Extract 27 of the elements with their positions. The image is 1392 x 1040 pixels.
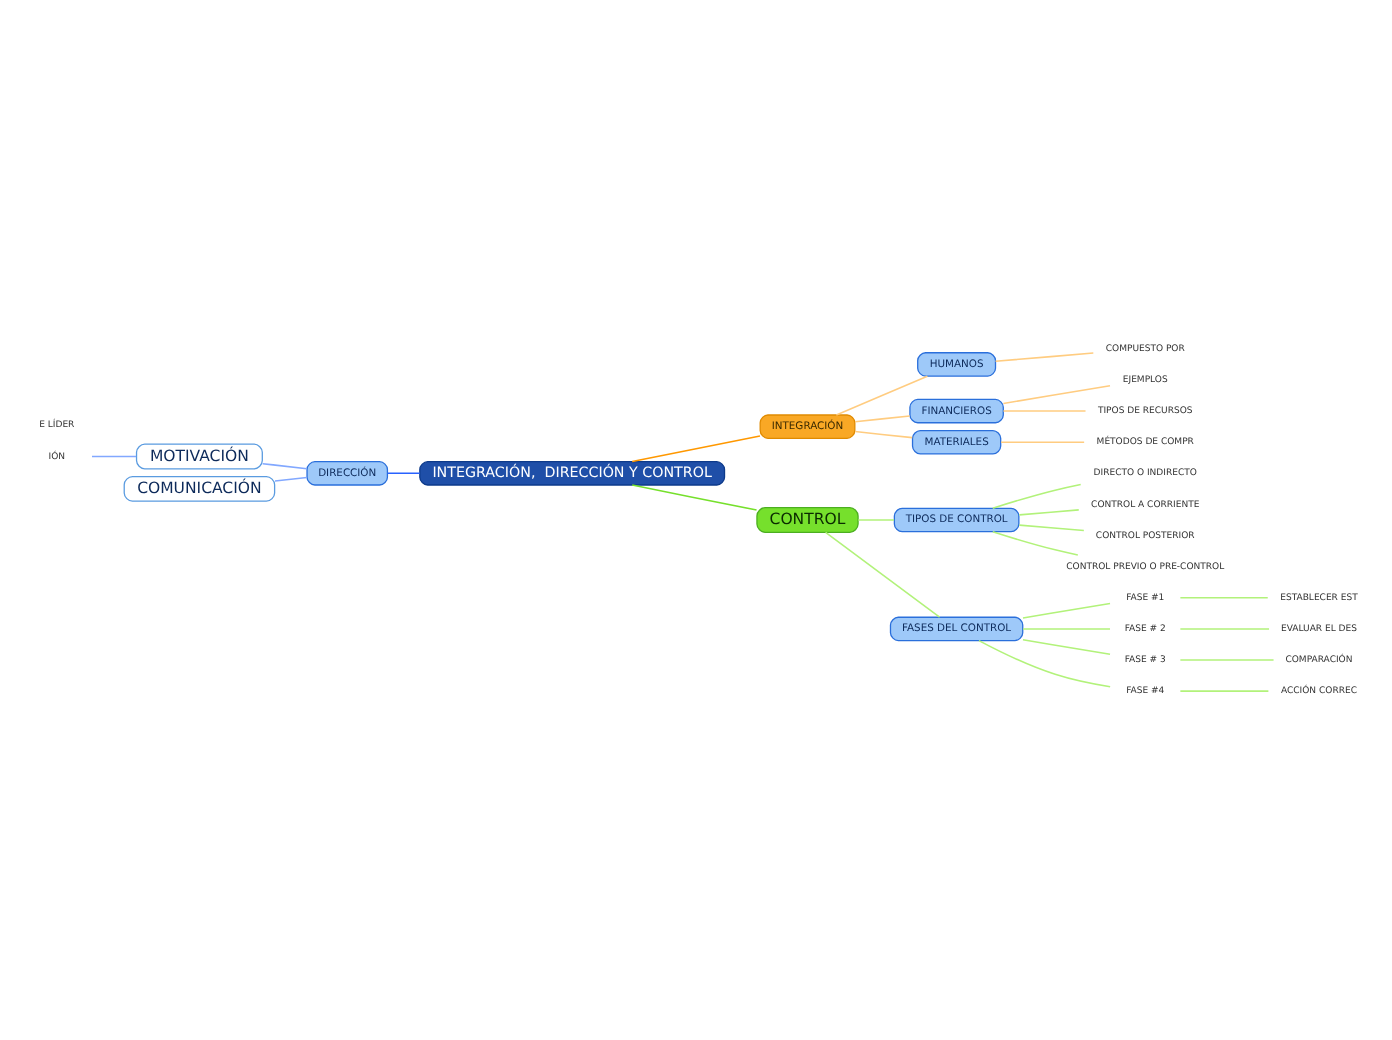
- connector: [91, 455, 137, 458]
- connector: [835, 375, 929, 416]
- connector: [1018, 509, 1080, 516]
- connector: [991, 530, 1079, 556]
- connector: [1179, 597, 1269, 599]
- connector: [991, 483, 1082, 510]
- connector: [631, 435, 761, 463]
- connector: [261, 462, 308, 470]
- connector: [1002, 384, 1111, 405]
- connector: [857, 519, 895, 521]
- connector: [1022, 639, 1111, 656]
- connector: [1000, 441, 1085, 443]
- connector: [1179, 659, 1275, 661]
- connector: [631, 484, 758, 511]
- connector: [387, 472, 421, 475]
- connector: [1179, 628, 1270, 630]
- connector: [854, 415, 911, 423]
- connector: [824, 531, 941, 618]
- connector: [274, 476, 308, 482]
- connector: [1022, 628, 1111, 630]
- connector: [854, 430, 913, 439]
- connector: [1179, 690, 1270, 692]
- connector: [978, 639, 1111, 688]
- connector: [1002, 410, 1087, 412]
- connector: [1022, 602, 1111, 619]
- connector: [1018, 524, 1085, 532]
- connector: [994, 352, 1095, 363]
